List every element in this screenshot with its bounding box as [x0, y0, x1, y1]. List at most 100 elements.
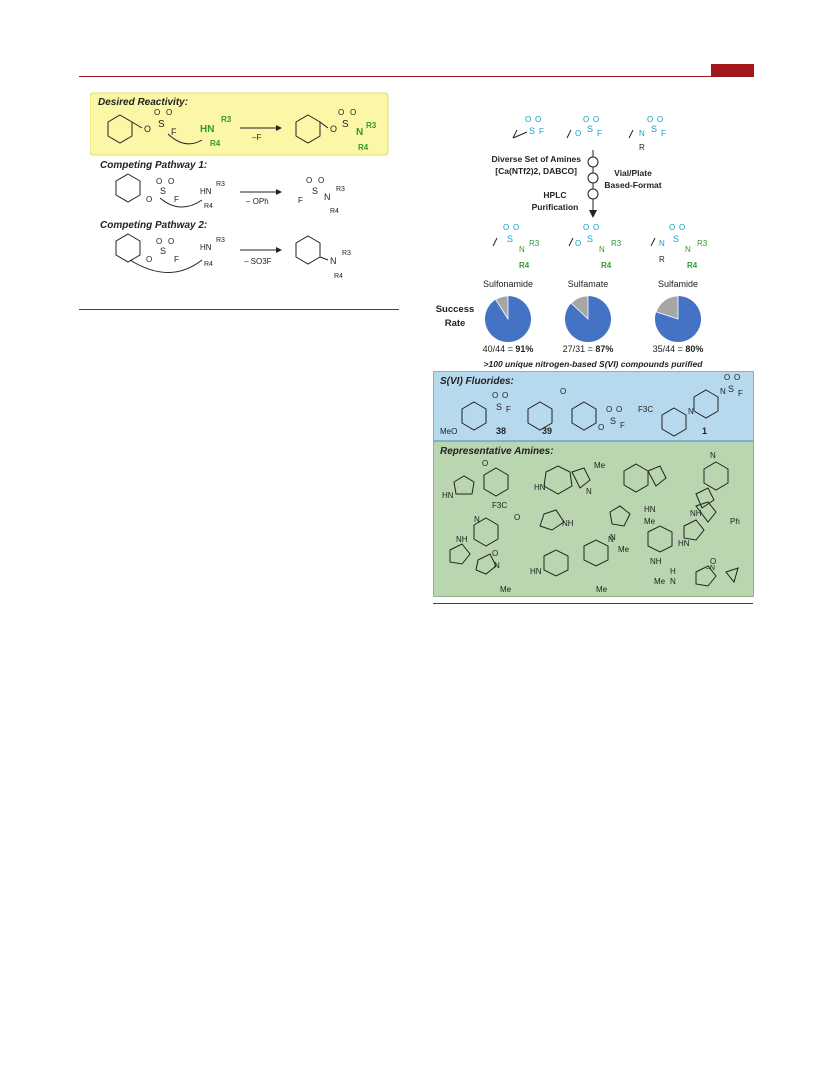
svg-text:HN: HN — [200, 187, 212, 196]
purification-line-2: Purification — [532, 202, 579, 212]
svg-text:R3: R3 — [529, 239, 540, 248]
footer-note: >100 unique nitrogen-based S(VI) compoun… — [484, 359, 704, 369]
svg-text:O: O — [583, 115, 589, 124]
svg-text:F3C: F3C — [492, 501, 507, 510]
svg-text:S: S — [587, 234, 593, 244]
svg-text:Me: Me — [618, 545, 630, 554]
svg-text:O: O — [593, 115, 599, 124]
svg-text:R3: R3 — [221, 115, 232, 124]
svg-text:R3: R3 — [611, 239, 622, 248]
svg-text:O: O — [146, 255, 152, 264]
competing-pathway-1-label: Competing Pathway 1: — [100, 160, 207, 171]
svg-text:O: O — [502, 391, 508, 400]
header-rule — [79, 76, 754, 77]
svg-text:MeO: MeO — [440, 427, 457, 436]
svg-text:O: O — [338, 108, 344, 117]
sulfamate-product-desired: O S O O N R3 R4 — [295, 108, 377, 152]
svg-text:S: S — [507, 234, 513, 244]
format-line-2: Based-Format — [604, 180, 661, 190]
svg-text:O: O — [492, 391, 498, 400]
right-figure-rule — [433, 603, 753, 604]
svg-text:O: O — [144, 124, 151, 134]
svg-text:R4: R4 — [519, 261, 530, 270]
svg-text:F3C: F3C — [638, 405, 653, 414]
svg-text:R3: R3 — [216, 181, 225, 188]
svg-text:N: N — [659, 239, 665, 248]
svg-text:O: O — [492, 549, 498, 558]
svg-text:O: O — [306, 176, 312, 185]
arrow-c1-label: – OPh — [246, 197, 269, 206]
svg-text:O: O — [724, 373, 730, 382]
svg-text:Me: Me — [644, 517, 656, 526]
svg-text:R4: R4 — [330, 208, 339, 215]
svg-text:S: S — [587, 124, 593, 134]
svg-text:N: N — [710, 451, 716, 460]
svg-text:N: N — [720, 387, 726, 396]
pie-sulfamate-failure — [570, 295, 589, 320]
svg-text:S: S — [158, 119, 165, 130]
page-tab — [711, 64, 754, 76]
svg-text:O: O — [575, 239, 581, 248]
phenyl-fluorosulfate-desired: O S O O F — [107, 108, 177, 144]
success-rate-pies — [485, 295, 701, 342]
competing-pathway-2-label: Competing Pathway 2: — [100, 220, 207, 231]
svg-text:N: N — [688, 407, 694, 416]
arrow-desired-label: –F — [252, 133, 261, 142]
svg-text:N: N — [330, 256, 337, 266]
svg-text:O: O — [514, 513, 520, 522]
svg-text:F: F — [174, 195, 179, 204]
svg-text:S: S — [610, 416, 616, 426]
svg-text:N: N — [599, 245, 605, 254]
svg-text:NH: NH — [650, 557, 662, 566]
reaction-scheme-left: Desired Reactivity: O S O O F HN R3 R4 –… — [90, 92, 389, 280]
svg-text:O: O — [166, 108, 172, 117]
reagents-line-2: [Ca(NTf2)2, DABCO] — [495, 166, 577, 176]
aniline-product: N R3 R4 — [295, 235, 351, 280]
svg-text:O: O — [593, 223, 599, 232]
ratio-sulfamate: 27/31 = 87% — [563, 344, 614, 354]
svg-text:O: O — [657, 115, 663, 124]
svg-text:R4: R4 — [204, 261, 213, 268]
svg-text:HN: HN — [534, 483, 546, 492]
svg-text:HN: HN — [530, 567, 542, 576]
representative-amines-title: Representative Amines: — [440, 446, 554, 457]
svg-text:O: O — [679, 223, 685, 232]
svg-text:F: F — [539, 127, 544, 136]
reagents-line-1: Diverse Set of Amines — [492, 154, 582, 164]
svg-text:HN: HN — [678, 539, 690, 548]
svg-text:O: O — [598, 423, 604, 432]
svg-text:S: S — [312, 186, 318, 196]
phenyl-fluorosulfate-c2: O S O O F — [115, 233, 179, 264]
svg-text:38: 38 — [496, 426, 506, 436]
svg-text:R4: R4 — [204, 203, 213, 210]
svg-text:N: N — [670, 577, 676, 586]
svg-text:N: N — [519, 245, 525, 254]
ratio-sulfonamide: 40/44 = 91% — [483, 344, 534, 354]
pie-sulfamide-failure — [655, 295, 679, 320]
svg-text:O: O — [156, 237, 162, 246]
svg-text:R4: R4 — [687, 261, 698, 270]
svg-text:S: S — [342, 119, 349, 130]
svg-text:O: O — [318, 176, 324, 185]
svg-text:NH: NH — [456, 535, 468, 544]
success-rate-line-1: Success — [436, 304, 475, 315]
representative-amines-panel: Representative Amines: HN O F3C HN Me N … — [433, 441, 754, 597]
purification-line-1: HPLC — [543, 190, 566, 200]
svg-text:F: F — [298, 196, 303, 205]
svg-text:O: O — [154, 108, 160, 117]
arrow-c2-label: – SO3F — [244, 257, 272, 266]
svg-text:Me: Me — [596, 585, 608, 594]
svg-text:O: O — [330, 124, 337, 134]
svg-text:HN: HN — [644, 505, 656, 514]
svg-text:O: O — [168, 237, 174, 246]
svg-text:Me: Me — [594, 461, 606, 470]
svg-text:O: O — [350, 108, 356, 117]
svg-text:O: O — [513, 223, 519, 232]
